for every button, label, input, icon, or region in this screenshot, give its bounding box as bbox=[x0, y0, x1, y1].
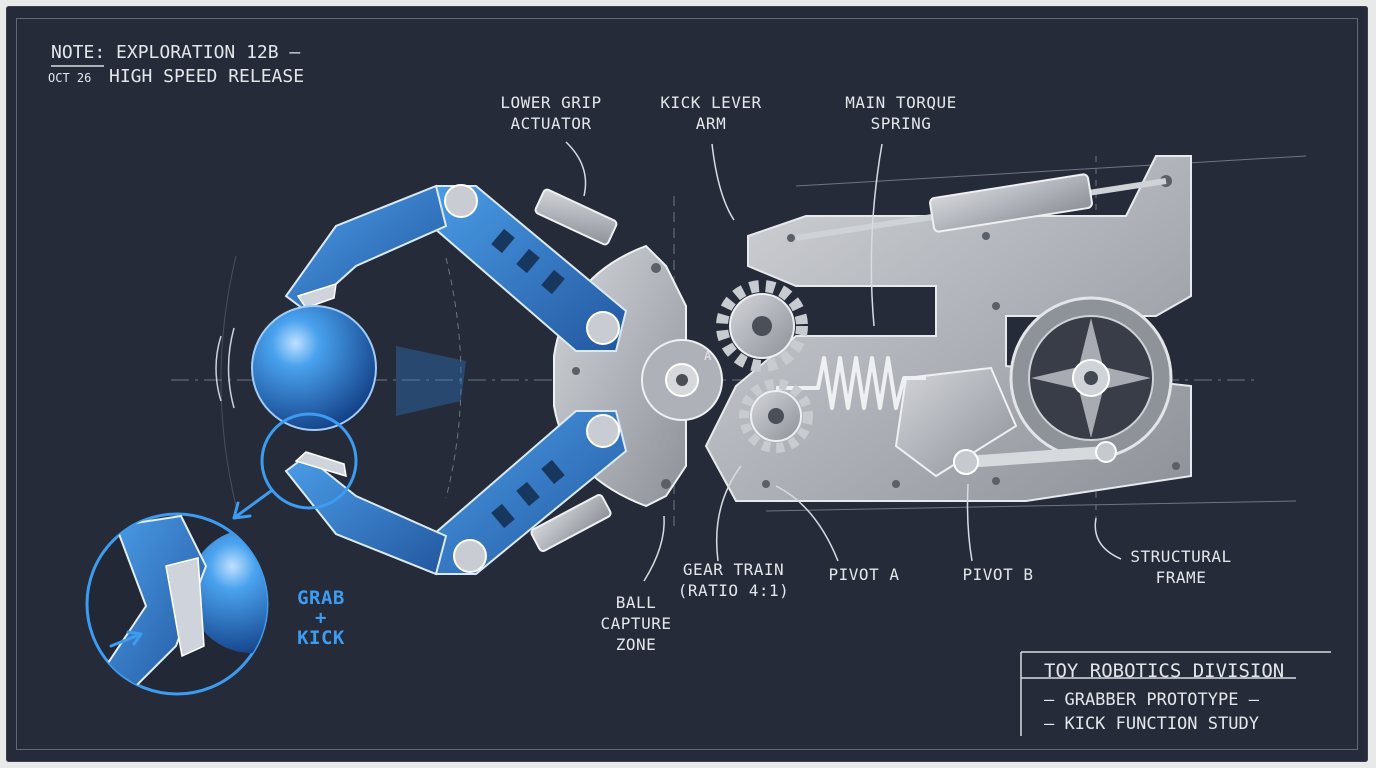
note-line-1: : EXPLORATION 12B — bbox=[94, 42, 301, 63]
title-block: TOY ROBOTICS DIVISION – GRABBER PROTOTYP… bbox=[1044, 660, 1284, 734]
inset-detail bbox=[85, 512, 269, 696]
callout-main-torque-spring: MAIN TORQUE SPRING bbox=[845, 93, 957, 133]
gear-marker: A bbox=[704, 349, 712, 363]
magnifier-ring bbox=[260, 412, 358, 510]
flywheel bbox=[1009, 296, 1173, 460]
note-date: OCT 26 bbox=[48, 71, 92, 85]
note-label: NOTE bbox=[51, 42, 95, 63]
leader-lines bbox=[565, 141, 1122, 582]
gear-lower bbox=[739, 379, 813, 453]
callout-pivot-a: PIVOT A bbox=[828, 565, 900, 584]
callout-kick-lever-arm: KICK LEVER ARM bbox=[660, 93, 762, 133]
kick-lever bbox=[894, 366, 1117, 478]
callout-lower-grip-actuator: LOWER GRIP ACTUATOR bbox=[500, 93, 602, 133]
grip-actuators bbox=[530, 188, 618, 552]
blueprint-board: NOTE: EXPLORATION 12B — OCT 26 HIGH SPEE… bbox=[6, 6, 1368, 762]
mechanism-drawing bbox=[51, 65, 1331, 736]
note-line-2: HIGH SPEED RELEASE bbox=[109, 66, 305, 87]
callout-structural-frame: STRUCTURAL FRAME bbox=[1130, 547, 1232, 587]
callout-gear-train: GEAR TRAIN (RATIO 4:1) bbox=[677, 560, 790, 600]
note-block-2: OCT 26 HIGH SPEED RELEASE bbox=[48, 66, 304, 87]
inset-label: GRAB + KICK bbox=[297, 587, 345, 649]
title-block-line-1: – GRABBER PROTOTYPE – bbox=[1044, 690, 1259, 710]
upper-gripper-arm bbox=[284, 184, 628, 352]
title-block-heading: TOY ROBOTICS DIVISION bbox=[1044, 660, 1285, 682]
title-block-frame bbox=[1020, 651, 1331, 736]
torque-spring bbox=[776, 356, 926, 410]
callout-pivot-b: PIVOT B bbox=[962, 565, 1034, 584]
gear-upper bbox=[716, 280, 808, 372]
callout-ball-capture-zone: BALL CAPTURE ZONE bbox=[600, 593, 672, 654]
lower-gripper-arm bbox=[284, 410, 628, 576]
ball bbox=[215, 305, 466, 431]
title-block-line-2: – KICK FUNCTION STUDY bbox=[1044, 714, 1259, 734]
top-actuator bbox=[795, 173, 1167, 241]
magnifier-arrow bbox=[232, 489, 273, 520]
note-block: NOTE: EXPLORATION 12B — bbox=[51, 42, 300, 63]
